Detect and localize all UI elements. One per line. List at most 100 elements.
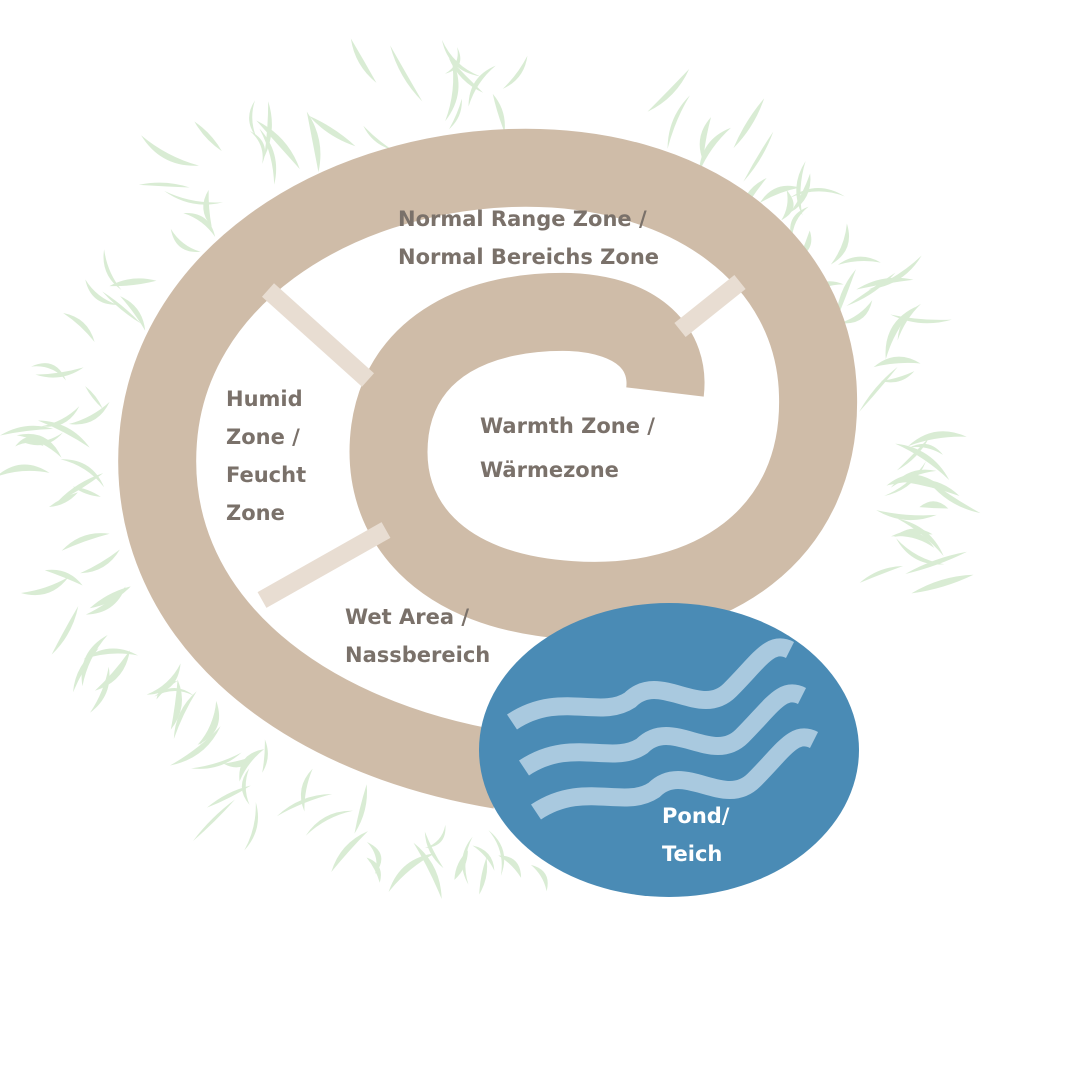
grass-blade bbox=[895, 443, 950, 481]
grass-blade bbox=[308, 115, 356, 147]
grass-blade bbox=[138, 182, 190, 188]
grass-blade bbox=[919, 501, 949, 509]
warmth-zone-line1: Warmth Zone / bbox=[480, 414, 655, 438]
grass-blade bbox=[206, 785, 251, 808]
grass-blade bbox=[102, 291, 141, 324]
grass-blade bbox=[890, 314, 952, 324]
grass-blade bbox=[445, 58, 459, 122]
grass-blade bbox=[300, 768, 313, 812]
grass-blade bbox=[44, 569, 83, 586]
grass-blade bbox=[193, 799, 236, 841]
wet-area-line1: Wet Area / bbox=[345, 605, 470, 629]
grass-blade bbox=[363, 125, 392, 150]
pond-line2: Teich bbox=[662, 842, 723, 866]
grass-blade bbox=[699, 117, 712, 162]
grass-blade bbox=[199, 706, 217, 746]
grass-blade bbox=[846, 272, 896, 306]
grass-blade bbox=[41, 406, 80, 427]
grass-blade bbox=[0, 464, 50, 476]
grass-blade bbox=[85, 279, 118, 305]
water-waves-icon bbox=[507, 638, 819, 820]
grass-blade bbox=[835, 269, 856, 323]
grass-blade bbox=[239, 749, 265, 782]
grass-blade bbox=[424, 824, 446, 849]
grass-blade bbox=[80, 549, 120, 574]
divider-upper-right bbox=[674, 274, 746, 338]
grass-blade bbox=[896, 538, 945, 565]
grass-blade bbox=[203, 189, 212, 227]
grass-blade bbox=[366, 857, 381, 883]
humid-zone-line2: Zone / bbox=[226, 425, 300, 449]
grass-blade bbox=[699, 127, 731, 173]
grass-blade bbox=[488, 830, 505, 876]
grass-blade bbox=[502, 55, 528, 89]
grass-blade bbox=[781, 190, 794, 221]
humid-zone-line1: Humid bbox=[226, 387, 303, 411]
grass-blade bbox=[31, 363, 67, 381]
grass-blade bbox=[530, 864, 548, 892]
grass-blade bbox=[905, 551, 968, 574]
grass-blade bbox=[448, 98, 462, 130]
grass-blade bbox=[183, 212, 216, 237]
grass-blade bbox=[890, 469, 937, 488]
grass-blade bbox=[907, 431, 967, 447]
grass-blade bbox=[876, 510, 937, 521]
grass-blade bbox=[909, 443, 943, 455]
grass-blade bbox=[472, 845, 495, 871]
grass-blade bbox=[911, 574, 974, 594]
grass-blade bbox=[141, 135, 199, 166]
grass-blade bbox=[759, 185, 800, 203]
humid-zone-line4: Zone bbox=[226, 501, 285, 525]
grass-blade bbox=[154, 687, 194, 697]
grass-blade bbox=[441, 39, 481, 77]
grass-blade bbox=[903, 479, 960, 496]
grass-blade bbox=[733, 98, 765, 149]
grass-blade bbox=[837, 256, 881, 265]
grass-blade bbox=[350, 38, 377, 83]
grass-blade bbox=[51, 606, 79, 655]
wet-area-label: Wet Area / Nassbereich bbox=[345, 598, 490, 674]
grass-blade bbox=[249, 130, 265, 164]
grass-blade bbox=[830, 223, 850, 265]
grass-blade bbox=[35, 367, 84, 378]
grass-blade bbox=[68, 401, 110, 425]
grass-blade bbox=[49, 492, 78, 508]
pond-shape bbox=[479, 603, 859, 897]
grass-blade bbox=[468, 65, 496, 107]
grass-blade bbox=[194, 121, 222, 152]
grass-blade bbox=[20, 576, 69, 596]
grass-blade bbox=[305, 810, 354, 836]
grass-blade bbox=[413, 842, 442, 900]
grass-blade bbox=[743, 131, 774, 182]
grass-blade bbox=[15, 437, 44, 447]
grass-blade bbox=[57, 473, 104, 502]
grass-blade bbox=[244, 802, 259, 851]
pond-line1: Pond/ bbox=[662, 804, 730, 828]
grass-blade bbox=[891, 531, 935, 548]
grass-blade bbox=[72, 486, 101, 497]
grass-blade bbox=[492, 93, 505, 133]
divider-lower-left bbox=[257, 522, 391, 608]
grass-blade bbox=[120, 296, 146, 331]
warmth-zone-label: Warmth Zone / Wärmezone bbox=[480, 404, 655, 492]
grass-blade bbox=[454, 850, 468, 880]
grass-blade bbox=[241, 768, 250, 805]
grass-blade bbox=[85, 385, 103, 409]
grass-blade bbox=[331, 831, 368, 872]
grass-blade bbox=[22, 432, 63, 446]
grass-blade bbox=[790, 188, 845, 198]
grass-blade bbox=[170, 228, 201, 252]
divider-upper-left bbox=[261, 283, 375, 387]
grass-blade bbox=[249, 100, 257, 138]
grass-blade bbox=[859, 366, 898, 412]
grass-blade bbox=[881, 371, 915, 383]
grass-blade bbox=[0, 425, 54, 436]
grass-blade bbox=[859, 565, 904, 583]
grass-blade bbox=[462, 836, 473, 885]
grass-blade bbox=[191, 752, 242, 769]
wet-area-line2: Nassbereich bbox=[345, 643, 491, 667]
grass-blade bbox=[354, 784, 368, 834]
grass-blade bbox=[90, 666, 110, 713]
